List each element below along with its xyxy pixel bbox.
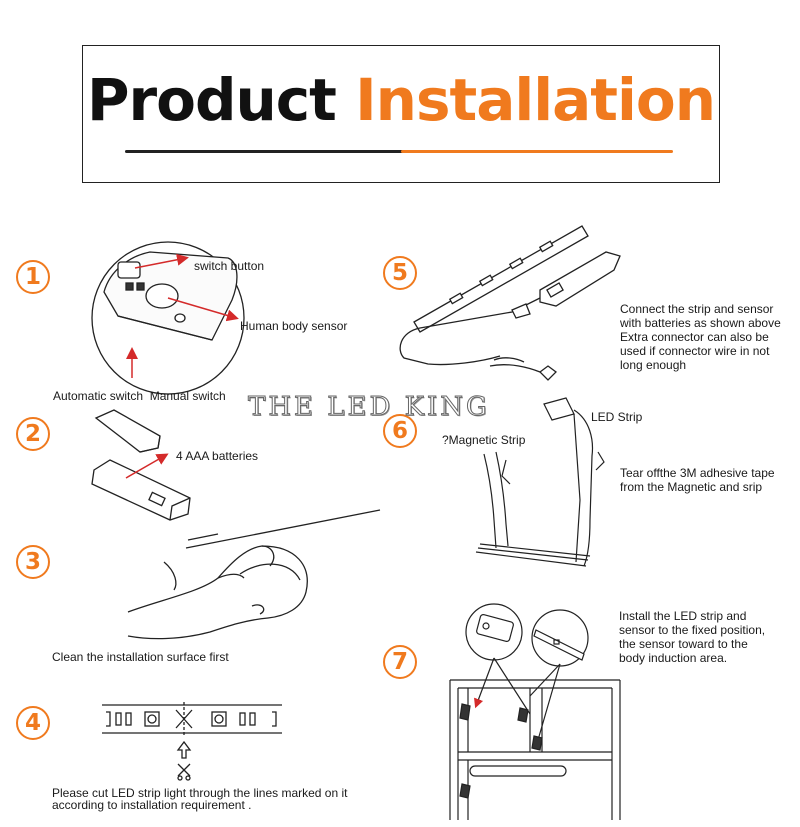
- step5-connection-illustration: [399, 225, 621, 381]
- step2-battery-illustration: [91, 409, 191, 521]
- title-word-product: Product: [87, 66, 337, 134]
- step4-strip-illustration: [102, 702, 282, 781]
- label-connect-4: used if connector wire in not: [620, 344, 770, 358]
- title-underline-orange: [401, 150, 673, 153]
- label-install-2: sensor to the fixed position,: [619, 623, 766, 637]
- step3-hand-illustration: [127, 509, 381, 640]
- step6-tape-illustration: [475, 397, 605, 567]
- label-connect-1: Connect the strip and sensor: [620, 302, 774, 316]
- step-badge-2: 2: [16, 417, 50, 451]
- step-badge-1: 1: [16, 260, 50, 294]
- label-install-1: Install the LED strip and: [619, 609, 747, 623]
- label-install-4: body induction area.: [619, 651, 728, 665]
- step1-sensor-illustration: [91, 241, 245, 395]
- label-connect-3: Extra connector can also be: [620, 330, 769, 344]
- page-title: Product Installation: [83, 66, 719, 134]
- step7-cabinet-illustration: [449, 603, 621, 820]
- title-word-installation: Installation: [355, 66, 716, 134]
- step-badge-7: 7: [383, 645, 417, 679]
- label-connect-2: with batteries as shown above: [620, 316, 781, 330]
- title-underline-dark: [125, 150, 425, 153]
- label-tear-2: from the Magnetic and srip: [620, 480, 763, 494]
- step-badge-5: 5: [383, 256, 417, 290]
- step-badge-4: 4: [16, 706, 50, 740]
- label-clean-surface: Clean the installation surface first: [52, 650, 229, 664]
- watermark-text: THE LED KING: [248, 392, 490, 423]
- label-automatic-manual-switch: Automatic switch Manual switch: [53, 389, 226, 403]
- label-tear-1: Tear offthe 3M adhesive tape: [620, 466, 775, 480]
- label-connect-5: long enough: [620, 358, 687, 372]
- label-cut-line-2: according to installation requirement .: [52, 798, 252, 812]
- label-switch-button: switch button: [194, 259, 265, 273]
- label-led-strip: LED Strip: [591, 410, 643, 424]
- step-badge-6: 6: [383, 414, 417, 448]
- label-magnetic-strip: ?Magnetic Strip: [442, 433, 526, 447]
- label-aaa-batteries: 4 AAA batteries: [176, 449, 259, 463]
- header-box: Product Installation: [82, 45, 720, 183]
- label-cut-line-1: Please cut LED strip light through the l…: [52, 786, 348, 800]
- step-badge-3: 3: [16, 545, 50, 579]
- label-human-body-sensor: Human body sensor: [240, 319, 348, 333]
- label-install-3: the sensor toward to the: [619, 637, 748, 651]
